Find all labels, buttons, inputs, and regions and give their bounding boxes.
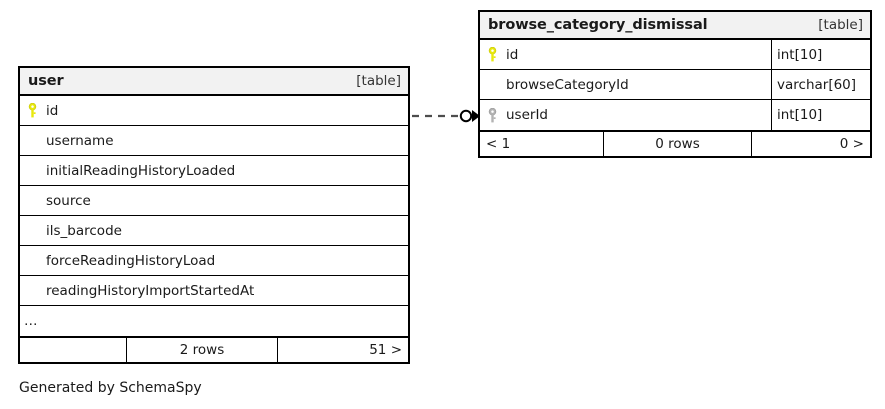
relationship-zero-marker	[459, 109, 473, 123]
footer-parent-count-text: < 1	[486, 136, 511, 152]
entity-columns-browse-category-dismissal: id int[10] browseCategoryId varchar[60]	[480, 40, 870, 130]
column-name-text: initialReadingHistoryLoaded	[46, 162, 236, 179]
footer-child-count[interactable]: 0 >	[751, 132, 870, 156]
column-cell-name: …	[20, 306, 408, 336]
foreign-key-icon	[486, 107, 499, 123]
column-name-text: forceReadingHistoryLoad	[46, 252, 216, 269]
footer-child-count[interactable]: 51 >	[277, 338, 408, 362]
footer-child-count-text: 0 >	[839, 136, 864, 152]
column-cell-type: varchar[60]	[771, 70, 870, 99]
footer-row-count: 2 rows	[126, 338, 277, 362]
column-name-text: ils_barcode	[46, 222, 122, 239]
column-name-text: source	[46, 192, 91, 209]
ellipsis-text: …	[24, 313, 38, 329]
table-row[interactable]: initialReadingHistoryLoaded	[20, 156, 408, 186]
column-cell-name: browseCategoryId	[480, 70, 771, 99]
footer-row-count: 0 rows	[603, 132, 751, 156]
column-cell-name: initialReadingHistoryLoaded	[20, 156, 408, 185]
column-cell-name: userId	[480, 100, 771, 130]
diagram-caption: Generated by SchemaSpy	[19, 380, 202, 396]
column-cell-name: source	[20, 186, 408, 215]
column-name-text: userId	[506, 107, 548, 123]
footer-parent-count[interactable]: < 1	[480, 132, 603, 156]
entity-footer-user: 2 rows 51 >	[20, 336, 408, 362]
column-name-text: id	[46, 102, 59, 119]
table-row[interactable]: ils_barcode	[20, 216, 408, 246]
column-type-text: int[10]	[777, 46, 823, 63]
entity-footer-browse-category-dismissal: < 1 0 rows 0 >	[480, 130, 870, 156]
entity-table-browse-category-dismissal[interactable]: browse_category_dismissal [table] id int…	[478, 10, 872, 158]
entity-header-browse-category-dismissal: browse_category_dismissal [table]	[480, 12, 870, 40]
table-row[interactable]: id int[10]	[480, 40, 870, 70]
footer-row-count-text: 0 rows	[655, 136, 700, 152]
column-cell-name: readingHistoryImportStartedAt	[20, 276, 408, 305]
column-cell-name: username	[20, 126, 408, 155]
entity-columns-user: id username initialReadingHistoryLoaded …	[20, 96, 408, 336]
column-name-text: username	[46, 132, 114, 149]
relationship-connector-user-id-to-browse-category-dismissal-userid[interactable]	[410, 104, 480, 128]
column-cell-type: int[10]	[771, 100, 870, 130]
table-row[interactable]: id	[20, 96, 408, 126]
column-name-text: browseCategoryId	[506, 76, 629, 93]
footer-child-count-text: 51 >	[369, 342, 402, 358]
entity-title-user: user	[28, 73, 64, 89]
table-row[interactable]: browseCategoryId varchar[60]	[480, 70, 870, 100]
primary-key-icon	[26, 102, 39, 118]
entity-kind-label: [table]	[356, 73, 401, 89]
column-name-text: id	[506, 46, 519, 63]
column-cell-name: id	[480, 40, 771, 69]
table-row[interactable]: forceReadingHistoryLoad	[20, 246, 408, 276]
column-cell-name: forceReadingHistoryLoad	[20, 246, 408, 275]
table-row[interactable]: source	[20, 186, 408, 216]
column-cell-name: id	[20, 96, 408, 125]
primary-key-icon	[486, 46, 499, 62]
footer-row-count-text: 2 rows	[179, 342, 225, 358]
column-type-text: int[10]	[777, 107, 823, 123]
column-cell-name: ils_barcode	[20, 216, 408, 245]
footer-parent-count[interactable]	[20, 338, 126, 362]
table-row[interactable]: username	[20, 126, 408, 156]
entity-header-user: user [table]	[20, 68, 408, 96]
column-type-text: varchar[60]	[777, 76, 857, 93]
column-name-text: readingHistoryImportStartedAt	[46, 282, 255, 299]
column-cell-type: int[10]	[771, 40, 870, 69]
table-row[interactable]: userId int[10]	[480, 100, 870, 130]
table-row-more-columns[interactable]: …	[20, 306, 408, 336]
entity-table-user[interactable]: user [table] id username	[18, 66, 410, 364]
entity-kind-label: [table]	[818, 17, 863, 33]
entity-title-browse-category-dismissal: browse_category_dismissal	[488, 17, 708, 33]
table-row[interactable]: readingHistoryImportStartedAt	[20, 276, 408, 306]
